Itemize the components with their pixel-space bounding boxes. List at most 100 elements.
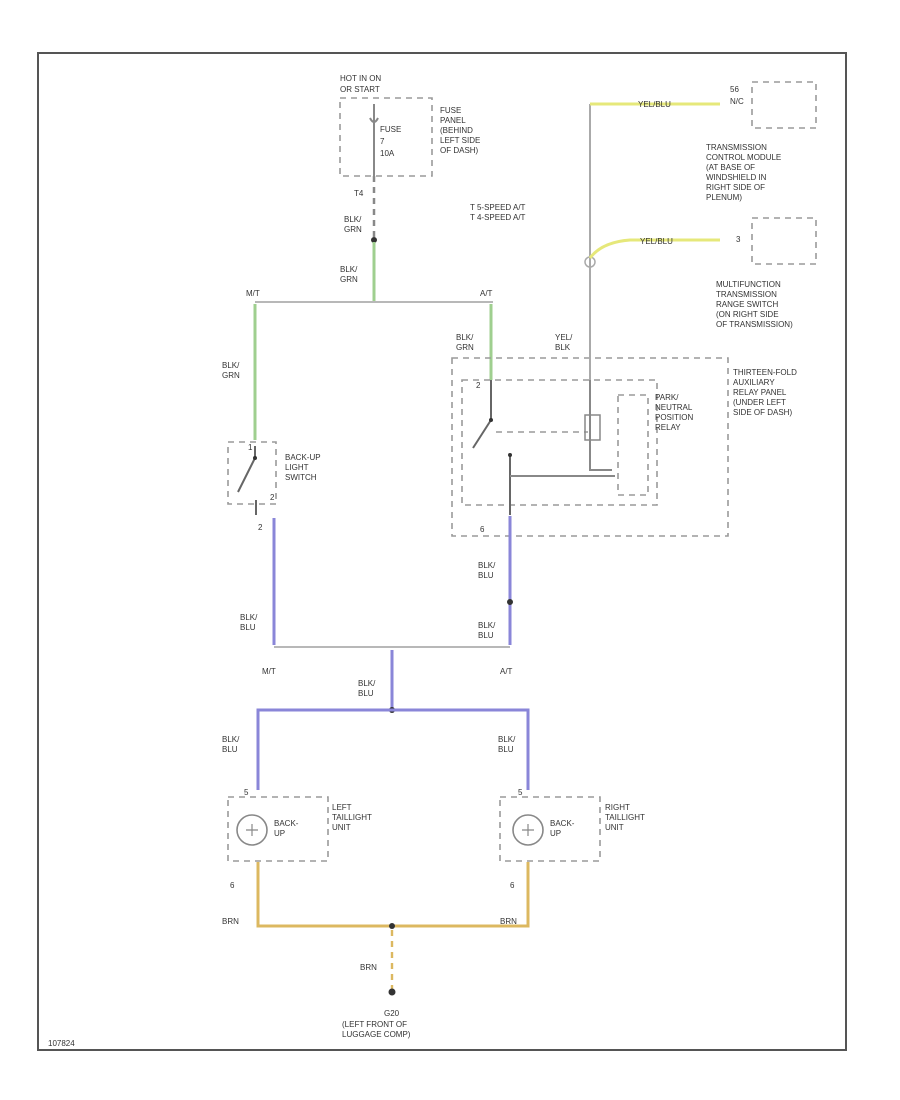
text-line: BACK- <box>274 819 299 828</box>
relay-coil-wire <box>510 380 615 477</box>
wire-label-blk-grn-2: BLK/GRN <box>340 265 358 284</box>
text-line: GRN <box>344 225 362 234</box>
fuse-number: 7 <box>380 137 385 146</box>
left-lamp-box <box>227 796 329 862</box>
wire-label-blk-blu-relay: BLK/BLU <box>478 561 496 580</box>
right-lamp-pin-bottom: 6 <box>510 881 515 890</box>
left-backup-bulb <box>236 814 268 846</box>
fuse-symbol <box>369 104 379 176</box>
wire-label-brn-left: BRN <box>222 917 239 926</box>
text-line: LEFT <box>332 803 352 812</box>
mfs-connector-box <box>751 217 817 265</box>
text-line: BLU <box>478 571 494 580</box>
right-bulb-label: BACK-UP <box>550 819 575 838</box>
text-line: RIGHT <box>605 803 630 812</box>
text-line: TRANSMISSION <box>716 290 777 299</box>
fuse-hot-label: HOT IN ON <box>340 74 381 83</box>
wire-label-brn-ground: BRN <box>360 963 377 972</box>
fuse-label: FUSE <box>380 125 401 134</box>
text-line: (BEHIND <box>440 126 473 135</box>
text-line: UP <box>550 829 561 838</box>
text-line: (UNDER LEFT <box>733 398 786 407</box>
text-line: OF TRANSMISSION) <box>716 320 793 329</box>
fuse-amperage: 10A <box>380 149 395 158</box>
text-line: BLK/ <box>456 333 474 342</box>
text-line: UP <box>274 829 285 838</box>
text-line: AUXILIARY <box>733 378 775 387</box>
text-line: RIGHT SIDE OF <box>706 183 765 192</box>
ground-point <box>388 988 396 996</box>
text-line: (LEFT FRONT OF <box>342 1020 407 1029</box>
relay-pin-top: 2 <box>476 381 481 390</box>
relay-coil-symbol <box>584 414 601 441</box>
text-line: BLU <box>222 745 238 754</box>
text-line: T 5-SPEED A/T <box>470 203 526 212</box>
wire-label-blk-blu-right: BLK/BLU <box>498 735 516 754</box>
wire-label-blk-grn-at: BLK/GRN <box>456 333 474 352</box>
text-line: T 4-SPEED A/T <box>470 213 526 222</box>
label-mt-bottom: M/T <box>262 667 276 676</box>
text-line: UNIT <box>332 823 351 832</box>
wire-label-blk-blu-center: BLK/BLU <box>358 679 376 698</box>
text-line: PLENUM) <box>706 193 742 202</box>
tcm-pin-top: 56 <box>730 85 739 94</box>
text-line: LEFT SIDE <box>440 136 480 145</box>
relay-coil-box <box>617 394 649 496</box>
left-lamp-pin-bottom: 6 <box>230 881 235 890</box>
text-line: BLK/ <box>478 621 496 630</box>
wire-ground-brn <box>256 862 530 928</box>
label-at-bottom: A/T <box>500 667 513 676</box>
text-line: YEL/ <box>555 333 573 342</box>
text-line: BLK/ <box>240 613 258 622</box>
text-line: THIRTEEN-FOLD <box>733 368 797 377</box>
relay-pivot <box>489 418 493 422</box>
text-line: BLU <box>478 631 494 640</box>
diagram-border <box>37 52 847 1051</box>
right-backup-bulb <box>512 814 544 846</box>
text-line: SIDE OF DASH) <box>733 408 792 417</box>
left-lamp-pin-top: 5 <box>244 788 249 797</box>
wire-label-yel-blu-mid: YEL/BLU <box>640 237 673 246</box>
text-line: RELAY PANEL <box>733 388 787 397</box>
switch-pin-bottom: 2 <box>270 493 275 502</box>
text-line: (ON RIGHT SIDE <box>716 310 779 319</box>
wire-label-blk-blu-left: BLK/BLU <box>222 735 240 754</box>
text-line: BLK/ <box>498 735 516 744</box>
text-line: BLK/ <box>222 735 240 744</box>
text-line: SWITCH <box>285 473 317 482</box>
text-line: OF DASH) <box>440 146 479 155</box>
left-bulb-label: BACK-UP <box>274 819 299 838</box>
text-line: PARK/ <box>655 393 679 402</box>
tcm-pin-top-2: N/C <box>730 97 744 106</box>
fuse-panel-box <box>339 97 433 177</box>
wire-label-blk-grn-mt: BLK/GRN <box>222 361 240 380</box>
relay-contact-point <box>508 453 512 457</box>
text-line: BLK/ <box>222 361 240 370</box>
fuse-hot-label-2: OR START <box>340 85 380 94</box>
relay-inner-box <box>461 379 658 506</box>
right-lamp-box <box>499 796 601 862</box>
wire-label-yel-blu-top: YEL/BLU <box>638 100 671 109</box>
wire-label-blk-grn-1: BLK/GRN <box>344 215 362 234</box>
text-line: PANEL <box>440 116 466 125</box>
text-line: BLK/ <box>344 215 362 224</box>
text-line: UNIT <box>605 823 624 832</box>
text-line: GRN <box>340 275 358 284</box>
text-line: WINDSHIELD IN <box>706 173 767 182</box>
text-line: BLU <box>498 745 514 754</box>
text-line: RELAY <box>655 423 681 432</box>
text-line: BLK/ <box>478 561 496 570</box>
wire-lamp-feed <box>256 708 530 790</box>
label-mt-top: M/T <box>246 289 260 298</box>
